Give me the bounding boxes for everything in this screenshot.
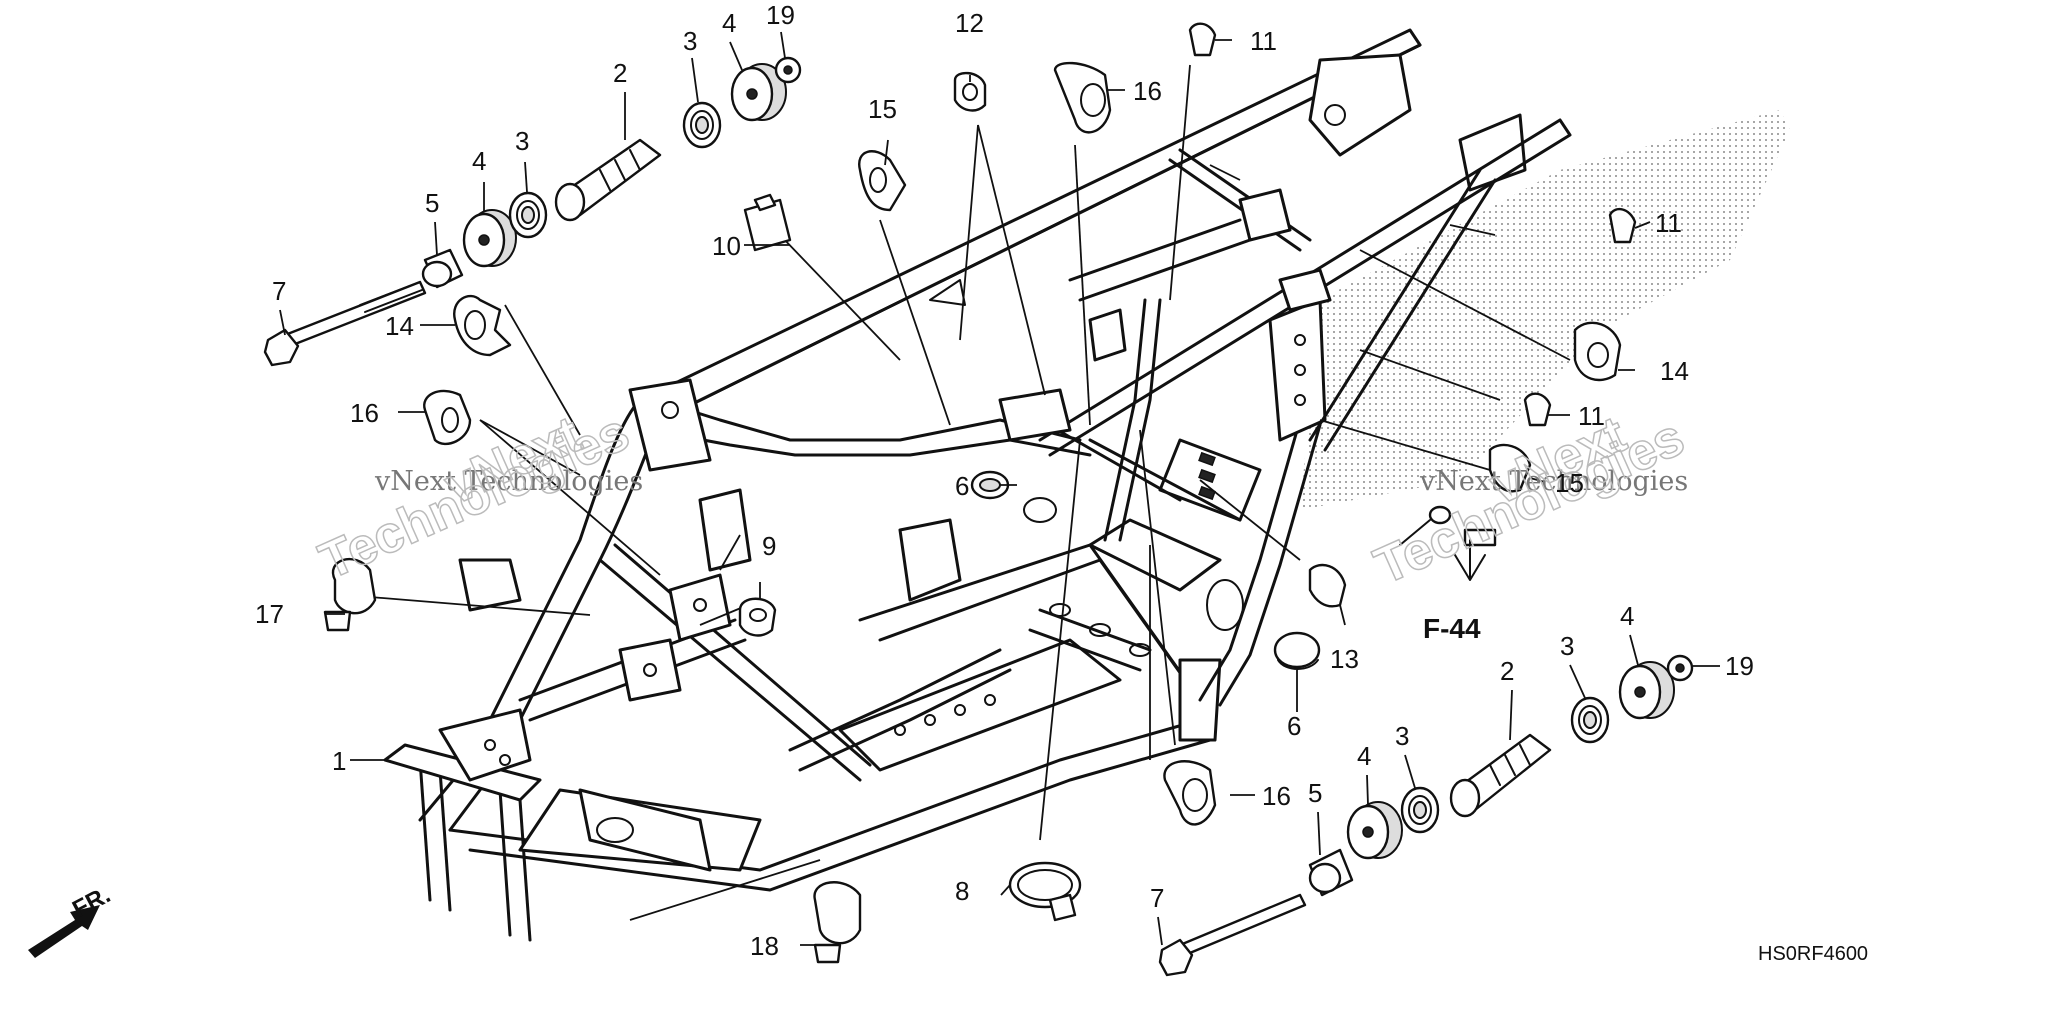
collar-5-lower [1308, 848, 1354, 897]
clamp-15-right [1488, 443, 1532, 493]
front-direction-arrow-icon [28, 905, 100, 958]
bolt-7-upper [263, 280, 427, 367]
label-14-right: 14 [1660, 356, 1689, 386]
clamp-14-right [1573, 321, 1622, 382]
bearing-3-lower-left [1400, 786, 1440, 834]
label-11-right: 11 [1655, 208, 1682, 238]
label-6-lower: 6 [1287, 711, 1301, 741]
collar-5-upper [421, 248, 464, 289]
leader-lines [350, 64, 1571, 921]
cap-6-lower [1273, 631, 1321, 670]
clip-11-right [1608, 207, 1637, 244]
label-13: 13 [1330, 644, 1359, 674]
clamp-15-upper [858, 150, 907, 212]
holder-10 [743, 193, 792, 252]
label-4-lower-right: 4 [1620, 601, 1634, 631]
bushing-4-upper-right [730, 63, 787, 122]
label-7-lower: 7 [1150, 883, 1164, 913]
bushing-4-upper-left [462, 209, 517, 268]
label-4-upper-right: 4 [722, 8, 736, 38]
label-4-lower-left: 4 [1357, 741, 1371, 771]
watermark-line-left: vNext Technologies [374, 466, 643, 497]
clamp-16-lower [1163, 760, 1217, 826]
label-16-lower: 16 [1262, 781, 1291, 811]
bearing-3-upper-left [508, 191, 548, 239]
label-16-left: 16 [350, 398, 379, 428]
label-8: 8 [955, 876, 969, 906]
bearing-3-lower-right [1570, 696, 1610, 744]
clamp-18 [813, 881, 862, 964]
bushing-4-lower-right [1618, 661, 1675, 720]
nut-19-lower [1666, 654, 1694, 682]
label-14-left: 14 [385, 311, 414, 341]
clamp-16-left [423, 389, 472, 446]
bearing-3-upper-right [682, 101, 722, 149]
label-7-upper: 7 [272, 276, 286, 306]
band-8 [1008, 861, 1082, 922]
clamp-16-upper [1053, 61, 1112, 134]
clip-11-mid [1523, 392, 1552, 427]
bushing-4-lower-left [1346, 801, 1403, 860]
nut-19-upper [774, 56, 802, 84]
clamp-9 [738, 597, 777, 637]
label-19-lower: 19 [1725, 651, 1754, 681]
label-11-mid: 11 [1578, 401, 1605, 431]
label-3-lower-right: 3 [1560, 631, 1574, 661]
clamp-17 [323, 558, 377, 632]
label-5-upper: 5 [425, 188, 439, 218]
label-9: 9 [762, 531, 776, 561]
clip-12 [953, 71, 987, 112]
pivot-collar-2-upper [554, 138, 662, 222]
label-3-upper-right: 3 [683, 26, 697, 56]
label-18: 18 [750, 931, 779, 961]
label-19-upper: 19 [766, 0, 795, 30]
clamp-14-left [453, 294, 512, 357]
watermark-line-right: vNext Technologies [1419, 466, 1688, 497]
label-10: 10 [712, 231, 741, 261]
part-labels: 1 2 2 3 3 3 3 4 4 4 4 5 5 6 6 7 7 8 9 10… [255, 0, 1754, 961]
pivot-collar-2-lower [1449, 733, 1552, 818]
f44-arrow [1454, 539, 1486, 581]
label-2-upper: 2 [613, 58, 627, 88]
label-3-upper-left: 3 [515, 126, 529, 156]
bolt-7-lower [1158, 893, 1307, 977]
label-1: 1 [332, 746, 346, 776]
stipple-shading [1300, 110, 1790, 510]
clip-11-top [1188, 22, 1217, 57]
label-4-upper-left: 4 [472, 146, 486, 176]
label-3-lower-left: 3 [1395, 721, 1409, 751]
label-2-lower: 2 [1500, 656, 1514, 686]
label-17: 17 [255, 599, 284, 629]
terminal-near-f44 [1399, 505, 1497, 547]
label-5-lower: 5 [1308, 778, 1322, 808]
reference-f44: F-44 [1423, 613, 1481, 644]
frame-body [383, 28, 1572, 942]
diagram-code: HS0RF4600 [1758, 943, 1868, 965]
label-15-right: 15 [1555, 468, 1584, 498]
lower-leaders [279, 31, 1720, 946]
label-15-upper: 15 [868, 94, 897, 124]
label-6-mid: 6 [955, 471, 969, 501]
label-11-top: 11 [1250, 26, 1277, 56]
label-16-upper: 16 [1133, 76, 1162, 106]
clamp-13 [1308, 563, 1347, 608]
label-12: 12 [955, 8, 984, 38]
